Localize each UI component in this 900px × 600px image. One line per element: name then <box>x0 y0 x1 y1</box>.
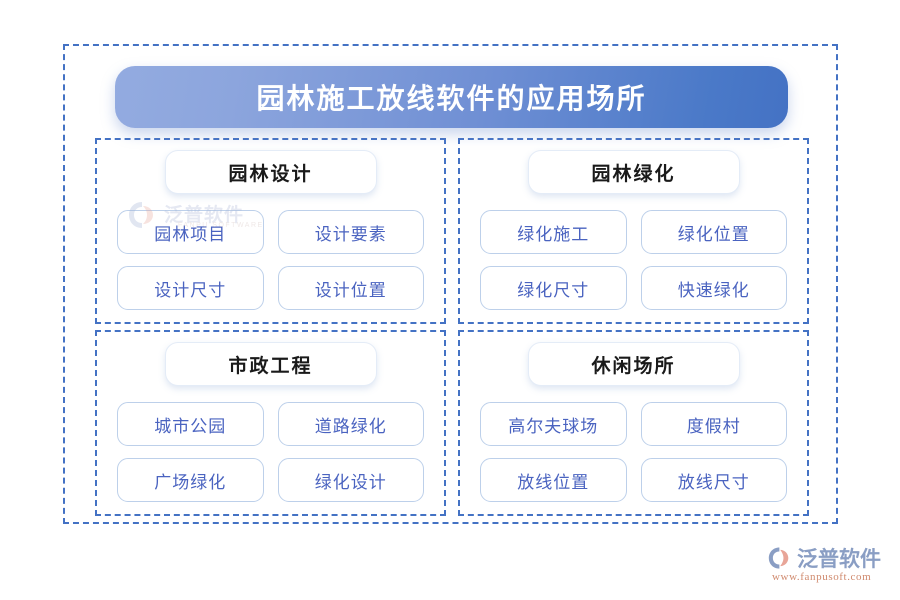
item-grid: 高尔夫球场 度假村 放线位置 放线尺寸 <box>474 402 793 502</box>
item-label: 度假村 <box>686 416 741 436</box>
item-card[interactable]: 度假村 <box>640 402 787 446</box>
title-banner: 园林施工放线软件的应用场所 <box>115 66 788 128</box>
item-label: 绿化施工 <box>517 224 590 244</box>
page-title: 园林施工放线软件的应用场所 <box>256 84 647 115</box>
brand-url: www.fanpusoft.com <box>772 571 872 583</box>
quadrant-garden-greening: 园林绿化 绿化施工 绿化位置 绿化尺寸 快速绿化 <box>458 138 809 324</box>
item-card[interactable]: 快速绿化 <box>640 266 787 310</box>
item-label: 快速绿化 <box>677 280 750 300</box>
item-card[interactable]: 高尔夫球场 <box>480 402 627 446</box>
item-card[interactable]: 道路绿化 <box>277 402 424 446</box>
quadrant-header-card[interactable]: 园林绿化 <box>527 150 740 194</box>
item-label: 道路绿化 <box>314 416 387 436</box>
item-card[interactable]: 放线尺寸 <box>640 458 787 502</box>
fanpu-logo-icon <box>768 547 789 569</box>
item-card[interactable]: 绿化施工 <box>480 210 627 254</box>
quadrant-municipal-engineering: 市政工程 城市公园 道路绿化 广场绿化 绿化设计 <box>95 330 446 516</box>
quadrant-header-label: 园林绿化 <box>591 163 676 185</box>
item-label: 园林项目 <box>154 224 227 244</box>
outer-dashed-frame <box>63 44 838 524</box>
item-label: 绿化位置 <box>677 224 750 244</box>
quadrant-header-card[interactable]: 市政工程 <box>164 342 377 386</box>
item-label: 放线位置 <box>517 472 590 492</box>
item-label: 放线尺寸 <box>677 472 750 492</box>
item-card[interactable]: 绿化尺寸 <box>480 266 627 310</box>
item-card[interactable]: 设计尺寸 <box>117 266 264 310</box>
item-label: 设计要素 <box>314 224 387 244</box>
brand-logo: 泛普软件 www.fanpusoft.com <box>768 543 890 587</box>
item-label: 广场绿化 <box>154 472 227 492</box>
item-card[interactable]: 设计位置 <box>277 266 424 310</box>
item-card[interactable]: 放线位置 <box>480 458 627 502</box>
item-grid: 城市公园 道路绿化 广场绿化 绿化设计 <box>111 402 430 502</box>
item-label: 高尔夫球场 <box>508 416 599 436</box>
quadrant-header-label: 休闲场所 <box>591 355 676 377</box>
quadrant-leisure-venues: 休闲场所 高尔夫球场 度假村 放线位置 放线尺寸 <box>458 330 809 516</box>
item-card[interactable]: 广场绿化 <box>117 458 264 502</box>
item-label: 绿化设计 <box>314 472 387 492</box>
item-card[interactable]: 绿化位置 <box>640 210 787 254</box>
item-grid: 绿化施工 绿化位置 绿化尺寸 快速绿化 <box>474 210 793 310</box>
item-label: 设计尺寸 <box>154 280 227 300</box>
item-card[interactable]: 设计要素 <box>277 210 424 254</box>
item-grid: 园林项目 设计要素 设计尺寸 设计位置 <box>111 210 430 310</box>
item-label: 绿化尺寸 <box>517 280 590 300</box>
item-card[interactable]: 绿化设计 <box>277 458 424 502</box>
item-label: 设计位置 <box>314 280 387 300</box>
quadrant-header-label: 园林设计 <box>228 163 313 185</box>
quadrant-header-label: 市政工程 <box>228 355 313 377</box>
item-label: 城市公园 <box>154 416 227 436</box>
quadrant-header-card[interactable]: 休闲场所 <box>527 342 740 386</box>
item-card[interactable]: 园林项目 <box>117 210 264 254</box>
item-card[interactable]: 城市公园 <box>117 402 264 446</box>
brand-row: 泛普软件 <box>768 543 881 573</box>
quadrant-garden-design: 园林设计 园林项目 设计要素 设计尺寸 设计位置 <box>95 138 446 324</box>
brand-name: 泛普软件 <box>797 548 881 571</box>
quadrant-grid: 园林设计 园林项目 设计要素 设计尺寸 设计位置 园林绿化 <box>95 138 809 516</box>
quadrant-header-card[interactable]: 园林设计 <box>164 150 377 194</box>
